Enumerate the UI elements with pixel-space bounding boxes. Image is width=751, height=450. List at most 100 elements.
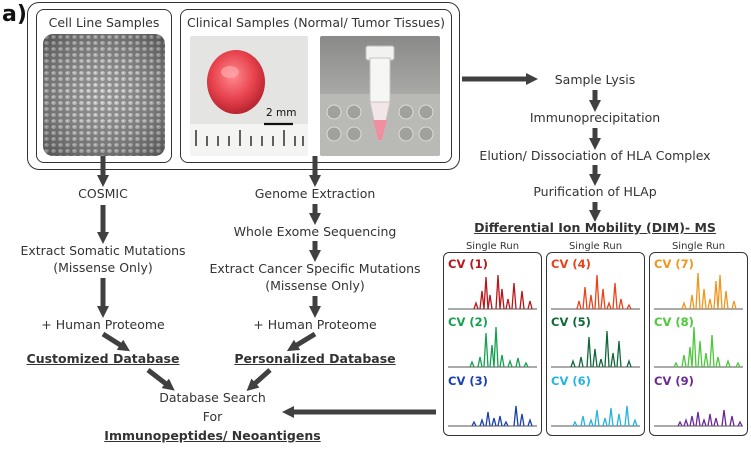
cv-spectrum [654,272,743,310]
cv-label: CV (6) [551,374,591,388]
spectrum-peak [582,286,588,310]
arrow-customized-to-search [146,368,175,391]
spectrum-peak [721,409,727,427]
cv-label: CV (7) [654,257,694,271]
spectrum-peak [695,411,701,427]
spectrum-peak [713,280,719,310]
cv-label: CV (2) [448,315,488,329]
database-search-line: Database Search [159,390,266,405]
spectrum-peak [697,340,703,368]
spectrum-peak [479,417,485,427]
cv-spectrum [654,409,743,427]
cv-spectrum [654,326,743,368]
spectrum-peak [588,417,594,427]
human-proteome-step-mid: + Human Proteome [253,317,377,332]
spectrum-peak [598,358,604,368]
spectrum-peak [576,300,582,310]
scale-bar-label: 2 mm [266,107,297,119]
spectrum-peak [572,420,578,427]
spectrum-peak [505,298,511,310]
spectrum-peak [703,352,709,368]
cv-label: CV (5) [551,315,591,329]
spectrum-peak [602,417,608,427]
spectrum-peak [723,290,729,310]
spectrum-peak [624,405,630,427]
dim-ms-method: Differential Ion Mobility (DIM)- MS [474,220,716,235]
cell-line-title: Cell Line Samples [48,15,160,30]
spectrum-peak [606,300,612,310]
spectrum-peak [578,356,584,368]
panel-label: a) [2,2,27,27]
spectrum-peak [507,358,513,368]
spectrum-peak [523,361,529,368]
spectrum-peak [695,272,701,310]
spectrum-peak [485,411,491,427]
spectrum-peak [469,360,475,368]
spectrum-peak [616,340,622,368]
spectrum-peak [707,413,713,427]
spectrum-peak [610,352,616,368]
single-run-label: Single Run [568,241,623,252]
spectrum-peak [594,409,600,427]
spectrum-peak [511,282,517,310]
spectrum-peak [616,413,622,427]
cv-spectrum [551,405,640,427]
spectrum-peak [471,420,477,427]
spectrum-peak [497,415,503,427]
tumor-tissue-photo [190,36,308,156]
spectrum-peak [527,417,533,427]
spectrum-peak [715,356,721,368]
cv-label: CV (4) [551,257,591,271]
spectrum-peak [737,420,743,427]
spectrum-peak [479,290,485,310]
cv-label: CV (8) [654,315,694,329]
sample-lysis-step: Sample Lysis [554,72,636,87]
spectrum-peak [499,288,505,310]
missense-only-note-left: (Missense Only) [53,260,153,275]
spectrum-peak [701,288,707,310]
clinical-title: Clinical Samples (Normal/ Tumor Tissues) [186,15,446,30]
spectrum-peak [503,420,509,427]
database-search-for: For [202,409,223,424]
spectrum-peak [683,417,689,427]
spectrum-peak [594,274,600,310]
single-run-label: Single Run [671,241,726,252]
spectrum-peak [731,300,737,310]
spectrum-peak [673,361,679,368]
missense-only-note-mid: (Missense Only) [265,278,365,293]
spectrum-peak [612,282,618,310]
spectrum-peak [681,300,687,310]
spectrum-peak [735,361,741,368]
arrow-to-customized-db [101,331,131,352]
spectrum-peak [729,415,735,427]
spectrum-peak [489,344,495,368]
spectrum-peak [473,300,479,310]
single-run-panel [649,252,748,436]
cv-label: CV (9) [654,374,694,388]
purification-step: Purification of HLAp [533,184,657,199]
spectrum-peak [677,420,683,427]
single-run-panel [546,252,645,436]
spectrum-peak [515,357,521,368]
arrow-to-personalized-db [286,331,317,352]
spectrum-peak [600,288,606,310]
spectrum-peak [513,405,519,427]
cell-line-micrograph [43,34,165,156]
arrow-personalized-to-search [246,368,272,392]
spectrum-peak [527,300,533,310]
spectrum-peak [519,413,525,427]
cosmic-step: COSMIC [78,186,128,201]
spectrum-peak [691,326,697,368]
spectrum-peak [725,358,731,368]
customized-database: Customized Database [26,351,180,366]
spectrum-peak [626,358,632,368]
immunoprecipitation-step: Immunoprecipitation [529,110,661,125]
cv-spectrum [448,274,537,310]
spectrum-peak [588,294,594,310]
spectrum-peak [580,415,586,427]
whole-exome-step: Whole Exome Sequencing [233,224,397,239]
spectrum-peak [495,274,501,310]
spectrum-peak [707,298,713,310]
